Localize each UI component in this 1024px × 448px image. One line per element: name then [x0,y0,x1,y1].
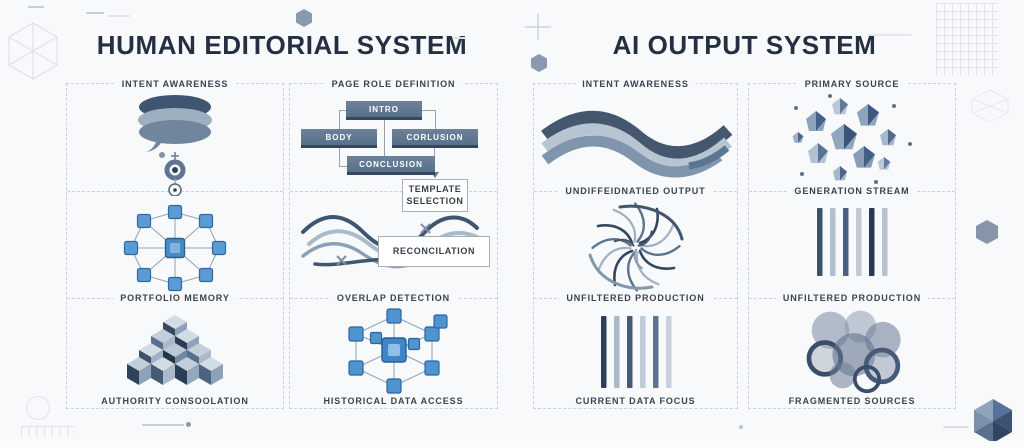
circle-outline-decoration [26,396,50,420]
dash-decoration [108,15,130,17]
reconcilation-callout: RECONCILATION [378,236,490,267]
flow-box-intro: INTRO [346,101,422,120]
hexagon-icon [531,54,547,72]
flow-box-body: BODY [301,129,377,148]
vertical-bars-icon [600,316,672,388]
dash-decoration [86,12,104,14]
dash-decoration [142,424,184,426]
dot-decoration [739,425,743,429]
hexagon-icon [976,220,998,244]
human-system-title: HUMAN EDITORIAL SYSTEM [96,30,468,60]
ai-system-title: AI OUTPUT SYSTEM [612,30,877,60]
label-page-role-definition: PAGE ROLE DEFINITION [324,79,463,89]
divider [290,191,497,192]
label-unfiltered-production-1: UNFILTERED PRODUCTION [559,293,712,303]
plus-mark-icon [523,12,553,42]
panel-human-page-role: PAGE ROLE DEFINITION OVERLAP DETECTION H… [289,79,498,409]
dot-decoration [186,422,191,427]
label-fragmented-sources: FRAGMENTED SOURCES [781,396,923,406]
grid-strip [21,426,75,437]
cube-pyramid-icon [120,314,230,392]
vertical-bars-icon [817,208,888,276]
radial-network-icon [113,200,237,296]
label-ai-intent-awareness: INTENT AWARENESS [575,79,696,89]
dash-decoration [28,6,44,8]
bubble-cluster-icon [787,306,917,394]
wave-ribbon-icon [539,106,734,182]
template-selection-callout: TEMPLATE SELECTION [402,179,468,212]
label-undifferentiated-output: UNDIFFEIDNATIED OUTPUT [558,186,713,196]
wireframe-cube-icon [6,20,60,80]
bottom-edge [0,441,1024,448]
panel-ai-source: PRIMARY SOURCE GENERATION STREAM UNFILTE… [748,79,956,409]
panel-human-intent: INTENT AWARENESS PORTFOLIO MEMORY AUTHOR… [66,79,284,409]
spiral-vortex-icon [586,201,686,293]
message-stack-target-icon [125,92,225,196]
flow-arrow [431,172,439,178]
dash-decoration [868,34,912,36]
label-intent-awareness: INTENT AWARENESS [114,79,236,89]
label-portfolio-memory: PORTFOLIO MEMORY [113,293,237,303]
dash-decoration [452,37,466,39]
label-primary-source: PRIMARY SOURCE [797,79,907,89]
label-overlap-detection: OVERLAP DETECTION [329,293,458,303]
cube-network-icon [332,306,456,394]
flow-box-corlusion: CORLUSION [392,129,478,148]
label-generation-stream: GENERATION STREAM [787,186,917,196]
faceted-cube-icon [972,398,1014,444]
wireframe-cube-icon [970,88,1010,124]
panel-ai-intent: INTENT AWARENESS UNDIFFEIDNATIED OUTPUT … [533,79,738,409]
label-unfiltered-production-2: UNFILTERED PRODUCTION [775,293,929,303]
dash-decoration [943,426,969,428]
scattered-crystals-icon [782,92,922,188]
grid-pattern [936,3,998,75]
label-historical-data-access: HISTORICAL DATA ACCESS [316,396,471,406]
label-authority-consoolation: AUTHORITY CONSOOLATION [94,396,256,406]
flow-box-conclusion: CONCLUSION [347,156,435,175]
hexagon-icon [296,9,312,27]
label-current-data-focus: CURRENT DATA FOCUS [568,396,703,406]
